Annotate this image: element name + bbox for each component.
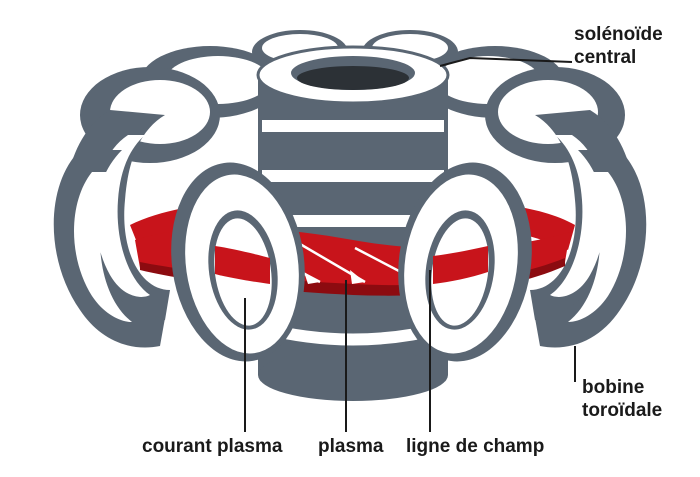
leader-lines (244, 56, 576, 432)
left-outer-coils (53, 110, 170, 348)
label-field-line: ligne de champ (406, 436, 545, 457)
label-toroidal-line1: bobine (582, 377, 645, 398)
label-plasma-current: courant plasma (142, 436, 283, 457)
label-solenoid-line2: central (574, 47, 637, 68)
label-solenoid-line1: solénoïde (574, 24, 663, 45)
front-left-coil (171, 162, 305, 362)
label-toroidal-line2: toroïdale (582, 400, 663, 421)
label-plasma: plasma (318, 436, 384, 457)
leader-solenoid (439, 56, 573, 67)
front-right-coil (398, 162, 532, 362)
right-outer-coils (530, 110, 647, 348)
